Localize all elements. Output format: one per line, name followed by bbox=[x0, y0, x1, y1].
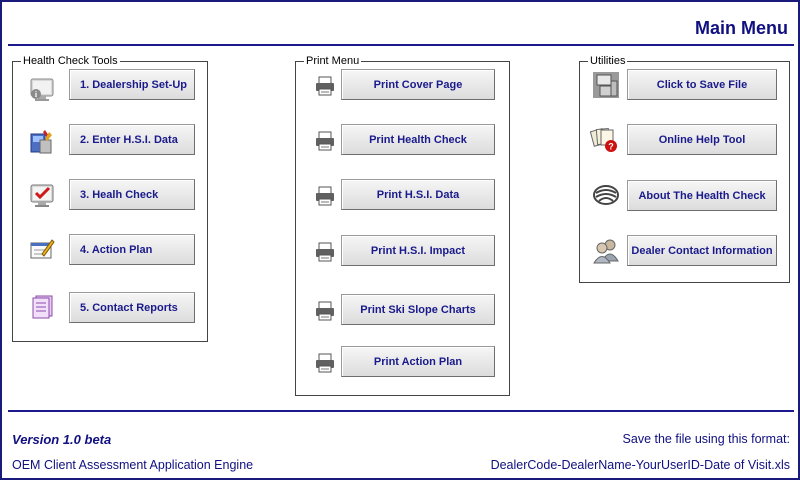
print-cover-page-button[interactable]: Print Cover Page bbox=[341, 69, 495, 100]
header-divider bbox=[8, 44, 794, 46]
utilities-title: Utilities bbox=[588, 55, 628, 67]
print-menu-group: Print Menu bbox=[295, 55, 510, 396]
people-contacts-icon bbox=[591, 236, 621, 266]
help-documents-icon: ? bbox=[589, 124, 619, 154]
save-file-button[interactable]: Click to Save File bbox=[627, 69, 777, 100]
monitor-checkmark-icon bbox=[27, 181, 57, 211]
report-pages-icon bbox=[27, 292, 57, 322]
print-action-plan-button[interactable]: Print Action Plan bbox=[341, 346, 495, 377]
footer-divider bbox=[8, 410, 794, 412]
svg-text:?: ? bbox=[608, 142, 614, 152]
health-check-button[interactable]: 3. Healh Check bbox=[69, 179, 195, 210]
printer-icon bbox=[310, 71, 340, 101]
dealership-setup-button[interactable]: 1. Dealership Set-Up bbox=[69, 69, 195, 100]
printer-icon bbox=[310, 237, 340, 267]
monitor-info-icon: i bbox=[27, 75, 57, 105]
enter-hsi-data-button[interactable]: 2. Enter H.S.I. Data bbox=[69, 124, 195, 155]
contact-reports-button[interactable]: 5. Contact Reports bbox=[69, 292, 195, 323]
dealer-contact-information-button[interactable]: Dealer Contact Information bbox=[627, 235, 777, 266]
page-title: Main Menu bbox=[695, 18, 788, 38]
printer-icon bbox=[310, 126, 340, 156]
about-logo-icon bbox=[591, 180, 621, 210]
save-format-note: Save the file using this format: bbox=[622, 432, 790, 446]
printer-icon bbox=[310, 348, 340, 378]
save-format-example: DealerCode-DealerName-YourUserID-Date of… bbox=[490, 458, 790, 472]
online-help-tool-button[interactable]: Online Help Tool bbox=[627, 124, 777, 155]
printer-icon bbox=[310, 296, 340, 326]
action-plan-button[interactable]: 4. Action Plan bbox=[69, 234, 195, 265]
print-hsi-impact-button[interactable]: Print H.S.I. Impact bbox=[341, 235, 495, 266]
svg-text:i: i bbox=[35, 90, 38, 99]
about-health-check-button[interactable]: About The Health Check bbox=[627, 180, 777, 211]
print-health-check-button[interactable]: Print Health Check bbox=[341, 124, 495, 155]
computer-tools-icon bbox=[26, 127, 56, 157]
engine-label: OEM Client Assessment Application Engine bbox=[12, 458, 254, 472]
print-menu-title: Print Menu bbox=[304, 55, 362, 67]
print-ski-slope-charts-button[interactable]: Print Ski Slope Charts bbox=[341, 294, 495, 325]
health-check-tools-title: Health Check Tools bbox=[21, 55, 120, 67]
version-label: Version 1.0 beta bbox=[12, 432, 112, 447]
pencil-notepad-icon bbox=[27, 235, 57, 265]
print-hsi-data-button[interactable]: Print H.S.I. Data bbox=[341, 179, 495, 210]
printer-icon bbox=[310, 181, 340, 211]
save-computer-icon bbox=[591, 70, 621, 100]
